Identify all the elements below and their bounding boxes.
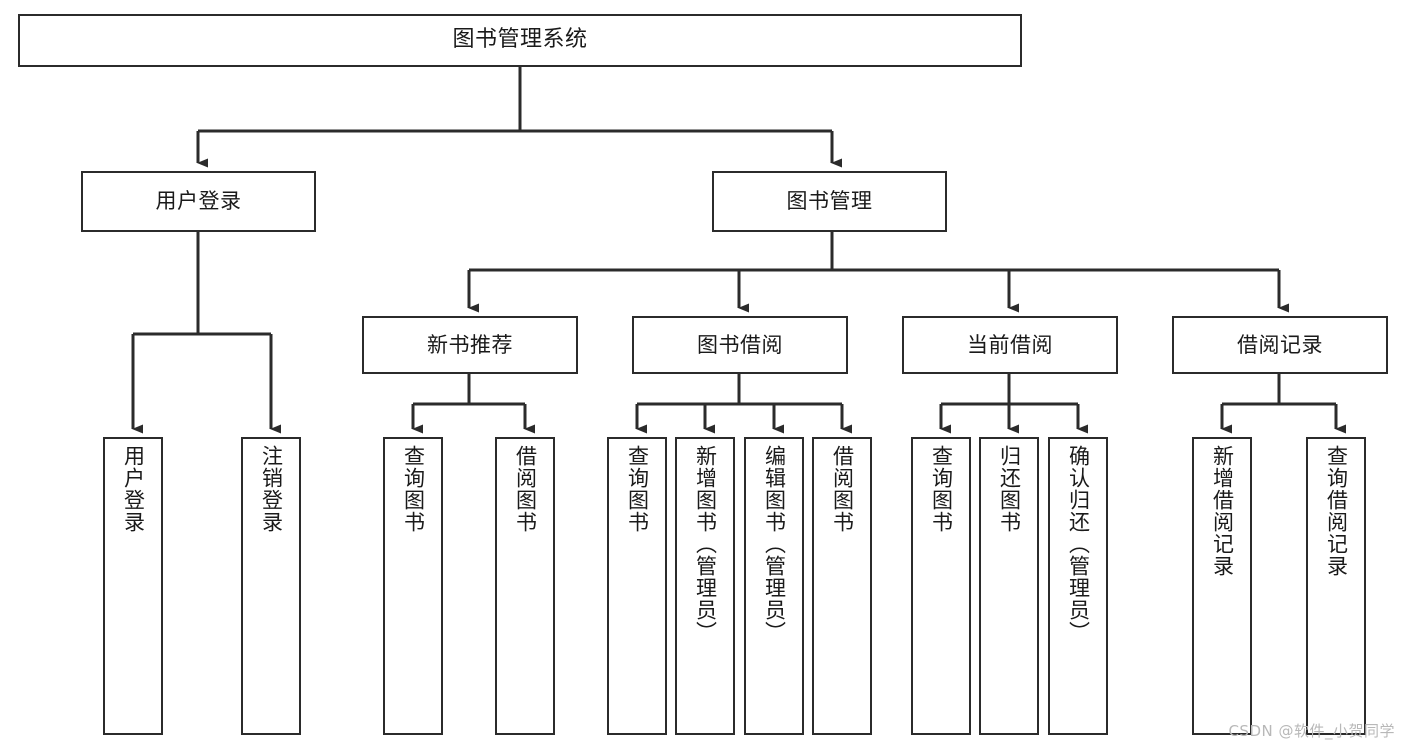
node-label: 编辑图书（管理员）: [762, 445, 787, 643]
node-label: 查询图书: [625, 445, 650, 533]
node-label: 新增借阅记录: [1210, 445, 1235, 577]
node-current-borrow[interactable]: 当前借阅: [902, 316, 1118, 374]
node-borrow-record[interactable]: 借阅记录: [1172, 316, 1388, 374]
node-label: 借阅图书: [830, 445, 855, 533]
node-book-management[interactable]: 图书管理: [712, 171, 947, 232]
node-label: 借阅图书: [513, 445, 538, 533]
leaf-new-book-query-book[interactable]: 查询图书: [383, 437, 443, 735]
node-label: 当前借阅: [967, 332, 1053, 357]
node-label: 归还图书: [997, 445, 1022, 533]
node-label: 新增图书（管理员）: [693, 445, 718, 643]
leaf-current-return-book[interactable]: 归还图书: [979, 437, 1039, 735]
leaf-logout[interactable]: 注销登录: [241, 437, 301, 735]
node-label: 借阅记录: [1237, 332, 1323, 357]
node-new-book-recommend[interactable]: 新书推荐: [362, 316, 578, 374]
node-label: 查询图书: [929, 445, 954, 533]
node-label: 查询图书: [401, 445, 426, 533]
leaf-borrow-query-book[interactable]: 查询图书: [607, 437, 667, 735]
node-label: 用户登录: [121, 445, 146, 533]
node-label: 图书管理: [786, 189, 873, 214]
node-label: 查询借阅记录: [1324, 445, 1349, 577]
node-label: 注销登录: [259, 445, 284, 533]
node-book-borrow[interactable]: 图书借阅: [632, 316, 848, 374]
leaf-record-query-borrow-record[interactable]: 查询借阅记录: [1306, 437, 1366, 735]
node-root-book-management-system[interactable]: 图书管理系统: [18, 14, 1022, 67]
node-label: 用户登录: [155, 189, 242, 214]
node-label: 图书借阅: [697, 332, 783, 357]
node-label: 新书推荐: [427, 332, 513, 357]
leaf-current-confirm-return-admin[interactable]: 确认归还（管理员）: [1048, 437, 1108, 735]
node-label: 图书管理系统: [452, 27, 588, 53]
leaf-new-book-borrow-book[interactable]: 借阅图书: [495, 437, 555, 735]
leaf-current-query-book[interactable]: 查询图书: [911, 437, 971, 735]
leaf-borrow-add-book-admin[interactable]: 新增图书（管理员）: [675, 437, 735, 735]
leaf-borrow-borrow-book[interactable]: 借阅图书: [812, 437, 872, 735]
leaf-record-add-borrow-record[interactable]: 新增借阅记录: [1192, 437, 1252, 735]
leaf-borrow-edit-book-admin[interactable]: 编辑图书（管理员）: [744, 437, 804, 735]
node-user-login[interactable]: 用户登录: [81, 171, 316, 232]
leaf-user-login[interactable]: 用户登录: [103, 437, 163, 735]
node-label: 确认归还（管理员）: [1066, 445, 1091, 643]
